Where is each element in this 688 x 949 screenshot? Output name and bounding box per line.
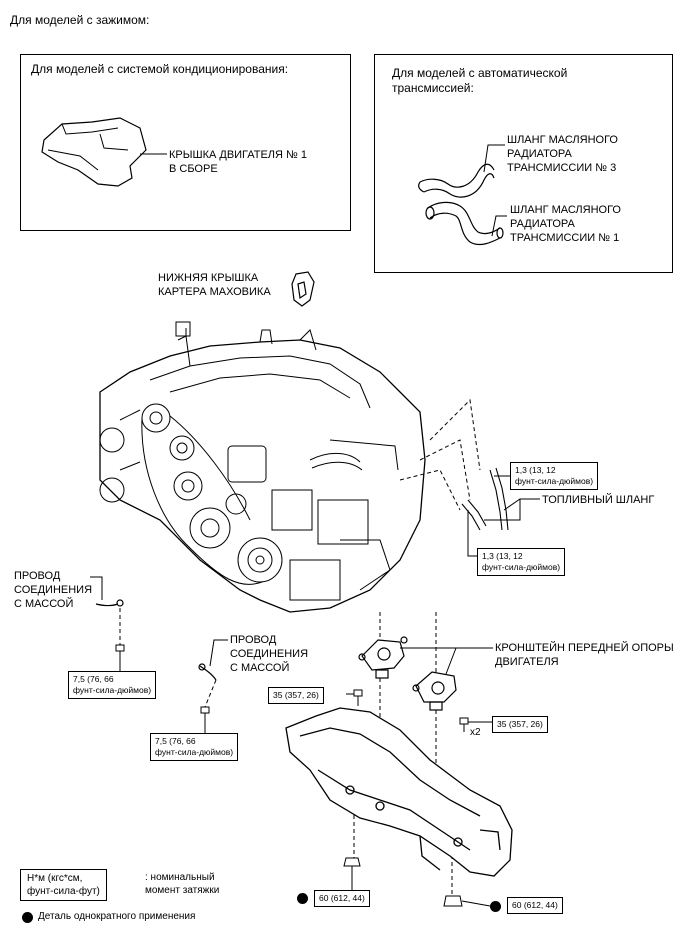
fuel-hose-label: ТОПЛИВНЫЙ ШЛАНГ [542, 494, 655, 506]
legend-desc-2: момент затяжки [145, 885, 220, 896]
single-use-marker-left [297, 893, 308, 904]
legend-single-use-text: Деталь однократного применения [38, 911, 196, 922]
legend-single-use-icon [22, 912, 33, 923]
ac-box-title: Для моделей с системой кондиционирования… [31, 62, 289, 76]
mount-bracket-left [358, 636, 408, 679]
fuel-lower-leader [467, 510, 477, 557]
legend-unit-2: фунт-сила-фут) [27, 886, 100, 897]
engine-cover-label-2: В СБОРЕ [169, 163, 218, 175]
ground-wire-mid-label-1: ПРОВОД [230, 634, 277, 646]
engine-cover-part [41, 117, 147, 187]
member-torque-left: 60 (612, 44) [314, 890, 370, 907]
ground-mid-torque: 7,5 (76, 66 фунт-сила-дюймов) [150, 733, 239, 761]
fuel-hose-torque-upper: 1,3 (13, 12 фунт-сила-дюймов) [510, 462, 599, 490]
ground-mid-torque-1: 7,5 (76, 66 [155, 736, 196, 746]
fuel-hose-torque-lower: 1,3 (13, 12 фунт-сила-дюймов) [477, 548, 566, 576]
member-bolt-right [443, 895, 463, 907]
ground-wire-left-label-1: ПРОВОД [14, 570, 61, 582]
ground-mid-leader [209, 639, 228, 667]
ground-mid-dash [204, 679, 217, 708]
atf-hose-1-part [425, 201, 504, 246]
at-box-title-2: трансмиссией: [392, 81, 474, 95]
hose1-leader [491, 215, 507, 237]
at-box-title-1: Для моделей с автоматической [392, 66, 568, 80]
ground-wire-mid-part [198, 663, 217, 681]
mount-bracket-right [412, 671, 457, 711]
legend-unit-box: Н*м (кгс*см, фунт-сила-фут) [20, 869, 107, 901]
engine-assembly [99, 321, 426, 613]
suspension-member-part [285, 707, 513, 877]
bracket-torque-right: 35 (357, 26) [492, 716, 548, 733]
flywheel-cover-label-1: НИЖНЯЯ КРЫШКА [158, 272, 259, 284]
mount-bracket-label-1: КРОНШТЕЙН ПЕРЕДНЕЙ ОПОРЫ [495, 642, 674, 654]
hose1-label-2: РАДИАТОРА [510, 218, 575, 230]
ground-left-leader [90, 576, 103, 600]
ground-left-torque-1: 7,5 (76, 66 [73, 674, 114, 684]
at-models-box [374, 54, 673, 273]
ground-mid-torque-2: фунт-сила-дюймов) [155, 747, 234, 757]
fuel-upper-torque-1: 1,3 (13, 12 [515, 465, 556, 475]
fuel-lower-torque-2: фунт-сила-дюймов) [482, 562, 561, 572]
legend-unit-1: Н*м (кгс*см, [27, 873, 83, 884]
legend-desc-1: : номинальный [145, 872, 215, 883]
ground-left-torque-2: фунт-сила-дюймов) [73, 685, 152, 695]
ground-wire-left-label-2: СОЕДИНЕНИЯ [14, 584, 93, 596]
ground-left-torque: 7,5 (76, 66 фунт-сила-дюймов) [68, 671, 157, 699]
flywheel-cover-label-2: КАРТЕРА МАХОВИКА [158, 286, 271, 298]
hose3-label-2: РАДИАТОРА [507, 148, 572, 160]
ground-left-bolt [115, 644, 125, 661]
fuel-hose-leader [503, 498, 540, 511]
bracket-bolt-left [353, 689, 363, 706]
bracket-bolt-right [459, 717, 469, 732]
single-use-marker-right [490, 901, 501, 912]
fuel-dashed-lines [399, 398, 481, 511]
fuel-hose-part [461, 467, 509, 531]
hose3-leader [483, 144, 505, 173]
member-torque-right: 60 (612, 44) [507, 897, 563, 914]
fuel-upper-torque-2: фунт-сила-дюймов) [515, 476, 594, 486]
x2-right: x2 [470, 727, 481, 738]
ground-wire-mid-label-3: С МАССОЙ [230, 662, 290, 674]
ground-wire-left-part [95, 599, 124, 607]
engine-cover-label-1: КРЫШКА ДВИГАТЕЛЯ № 1 [169, 149, 308, 161]
hose1-label-3: ТРАНСМИССИИ № 1 [510, 232, 620, 244]
atf-hose-3-part [418, 163, 495, 198]
ground-wire-mid-label-2: СОЕДИНЕНИЯ [230, 648, 309, 660]
hose1-label-1: ШЛАНГ МАСЛЯНОГО [510, 204, 621, 216]
hose3-label-1: ШЛАНГ МАСЛЯНОГО [507, 134, 618, 146]
page-title: Для моделей с зажимом: [10, 13, 150, 27]
fuel-hose-leader-2 [484, 499, 521, 521]
bracket-torque-left: 35 (357, 26) [268, 687, 324, 704]
flywheel-cover-part [291, 271, 315, 307]
fuel-lower-torque-1: 1,3 (13, 12 [482, 551, 523, 561]
ground-wire-left-label-3: С МАССОЙ [14, 598, 74, 610]
ground-mid-bolt [200, 706, 210, 725]
hose3-label-3: ТРАНСМИССИИ № 3 [507, 162, 617, 174]
member-bolt-left [343, 857, 361, 878]
mount-bracket-label-2: ДВИГАТЕЛЯ [495, 656, 559, 668]
